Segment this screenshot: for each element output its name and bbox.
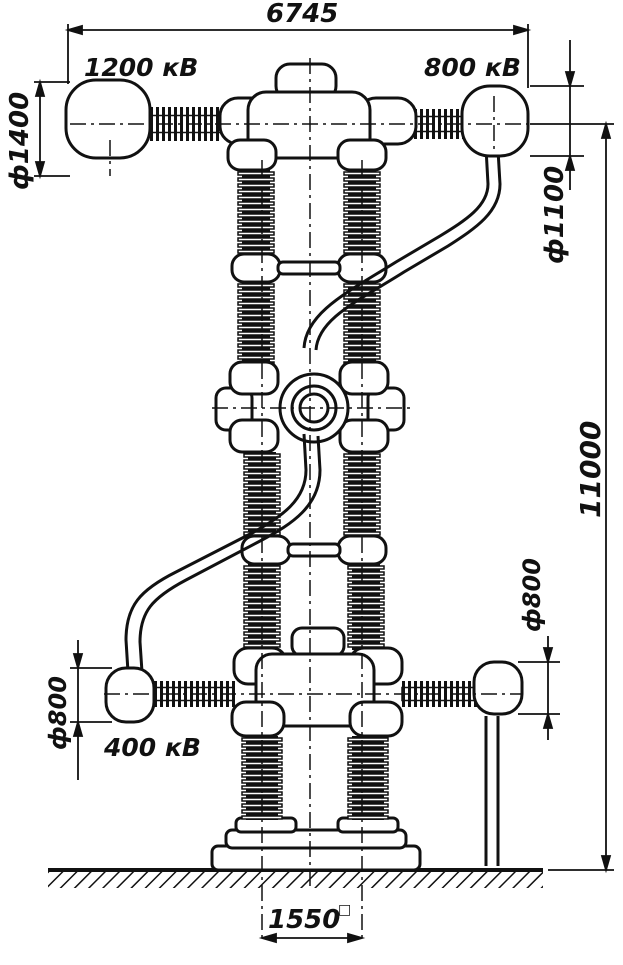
- voltage-1200-label: 1200 кВ: [84, 53, 198, 82]
- middle-transformer-tank: [214, 360, 406, 454]
- connecting-tubes: [124, 147, 502, 866]
- dimension-lines: [34, 24, 614, 944]
- electrodes: [64, 78, 530, 724]
- height-11000-label: 11000: [574, 421, 607, 518]
- voltage-800-label: 800 кВ: [424, 53, 521, 82]
- electrode-bottom-right: [472, 660, 524, 716]
- diameter-1400-label: ф1400: [5, 92, 35, 190]
- right-column-base: [347, 736, 389, 820]
- left-column-mid-upper: [237, 282, 275, 366]
- centre-lines: [70, 58, 530, 938]
- voltage-400-label: 400 кВ: [103, 733, 201, 762]
- electrode-1200kv: [64, 78, 152, 160]
- base-plinth: [210, 816, 422, 872]
- diameter-800-left-label: ф800: [44, 676, 72, 750]
- overall-width-label: 6745: [266, 0, 338, 29]
- diameter-800-right-label: ф800: [518, 558, 546, 632]
- top-transformer-tank: [218, 62, 418, 172]
- base-width-label: 1550: [268, 905, 340, 935]
- ground: [48, 868, 543, 888]
- diameter-1100-label: ф1100: [540, 166, 570, 264]
- left-column-upper: [237, 170, 275, 256]
- electrode-800kv: [460, 84, 530, 158]
- right-column-mid-upper: [343, 282, 381, 366]
- bottom-transformer-tank: [230, 626, 404, 738]
- coupling-rings: [230, 252, 388, 566]
- electrode-400kv: [104, 666, 156, 724]
- square-symbol: □: [338, 902, 351, 918]
- right-column-lower: [347, 564, 385, 650]
